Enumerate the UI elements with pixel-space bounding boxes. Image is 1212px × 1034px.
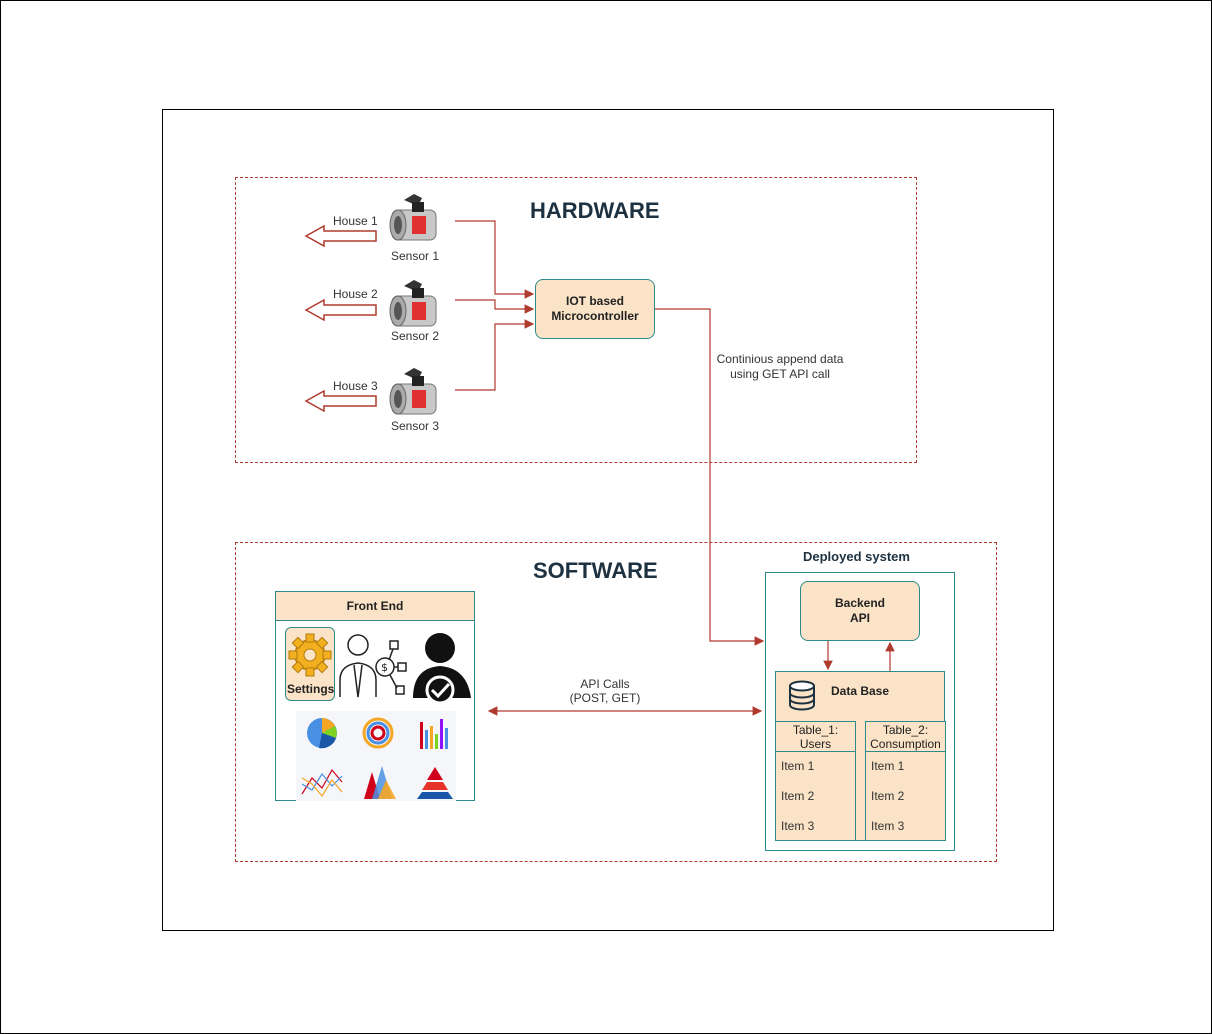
append-note-line-2: using GET API call	[730, 367, 830, 381]
sensor-1-connector	[455, 220, 535, 299]
house-3-arrow	[305, 390, 377, 412]
house-3-label: House 3	[333, 379, 378, 393]
flow-sensor-icon	[389, 193, 437, 241]
house-2-arrow	[305, 299, 377, 321]
microcontroller-label: IOT based Microcontroller	[551, 294, 639, 323]
front-end-header: Front End	[276, 592, 474, 621]
table-2: Table_2: Consumption	[865, 721, 946, 841]
sensor-2-label: Sensor 2	[391, 329, 440, 343]
microcontroller-box: IOT based Microcontroller	[535, 279, 655, 339]
software-group	[235, 542, 997, 862]
house-1-arrow	[305, 225, 377, 247]
gear-icon	[288, 633, 332, 677]
bar-chart-icon	[420, 719, 448, 749]
svg-text:$: $	[381, 661, 388, 674]
hardware-group	[235, 177, 917, 463]
table-2-item-1: Item 1	[871, 759, 905, 773]
backend-api-box: Backend API	[800, 581, 920, 641]
donut-chart-icon	[362, 717, 394, 749]
table-1: Table_1: Users	[775, 721, 856, 841]
pyramid-chart-icon	[417, 767, 453, 799]
append-note: Continious append data using GET API cal…	[712, 352, 848, 382]
flow-sensor-icon	[389, 367, 437, 415]
sensor-3-connector	[455, 319, 535, 391]
database-label: Data Base	[831, 684, 890, 698]
settings-label: Settings	[287, 682, 335, 696]
user-check-icon	[413, 633, 471, 705]
person-finance-icon: $	[339, 634, 407, 698]
sensor-1-label: Sensor 1	[391, 249, 440, 263]
table-1-item-2: Item 2	[781, 789, 815, 803]
house-1-label: House 1	[333, 214, 378, 228]
line-chart-icon	[301, 768, 343, 798]
api-calls-label: API Calls (POST, GET)	[560, 677, 650, 705]
database-icon	[789, 680, 815, 711]
api-calls-line-2: (POST, GET)	[569, 691, 641, 705]
append-note-line-1: Continious append data	[716, 352, 844, 366]
software-title: SOFTWARE	[533, 558, 658, 583]
sensor-3-label: Sensor 3	[391, 419, 440, 433]
table-2-item-3: Item 3	[871, 819, 905, 833]
table-2-item-2: Item 2	[871, 789, 905, 803]
deployed-system-label: Deployed system	[803, 549, 910, 564]
table-2-header: Table_2: Consumption	[866, 722, 945, 752]
table-1-item-3: Item 3	[781, 819, 815, 833]
pie-chart-icon	[307, 718, 337, 749]
table-1-item-1: Item 1	[781, 759, 815, 773]
table-1-header: Table_1: Users	[776, 722, 855, 752]
hardware-title: HARDWARE	[530, 198, 660, 223]
area-chart-icon	[364, 766, 396, 799]
flow-sensor-icon	[389, 279, 437, 327]
sensor-2-connector	[455, 299, 535, 314]
api-calls-line-1: API Calls	[580, 677, 630, 691]
house-2-label: House 2	[333, 287, 378, 301]
backend-api-label: Backend API	[834, 596, 886, 625]
diagram-canvas	[162, 109, 1054, 931]
append-data-connector	[655, 308, 765, 646]
